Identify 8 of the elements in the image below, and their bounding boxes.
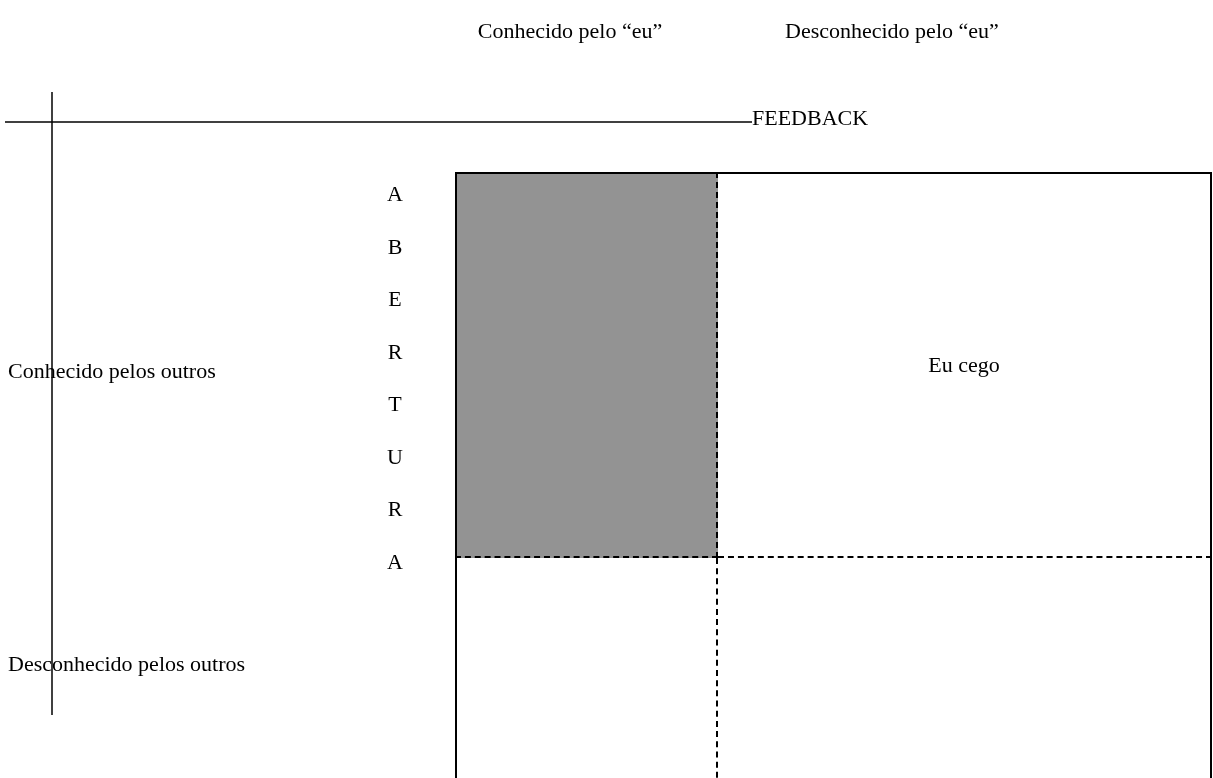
vertical-axis-label: ABERTURA (386, 180, 404, 576)
axis-label: FEEDBACK (752, 104, 870, 132)
quadrant-label: Eu cego (928, 352, 1000, 378)
column-heading: Conhecido pelo “eu” (476, 17, 664, 45)
column-heading: Desconhecido pelo “eu” (785, 17, 1000, 45)
quadrant-box (718, 172, 1212, 558)
quadrant-box (455, 172, 718, 558)
quadrant-box (455, 558, 718, 778)
